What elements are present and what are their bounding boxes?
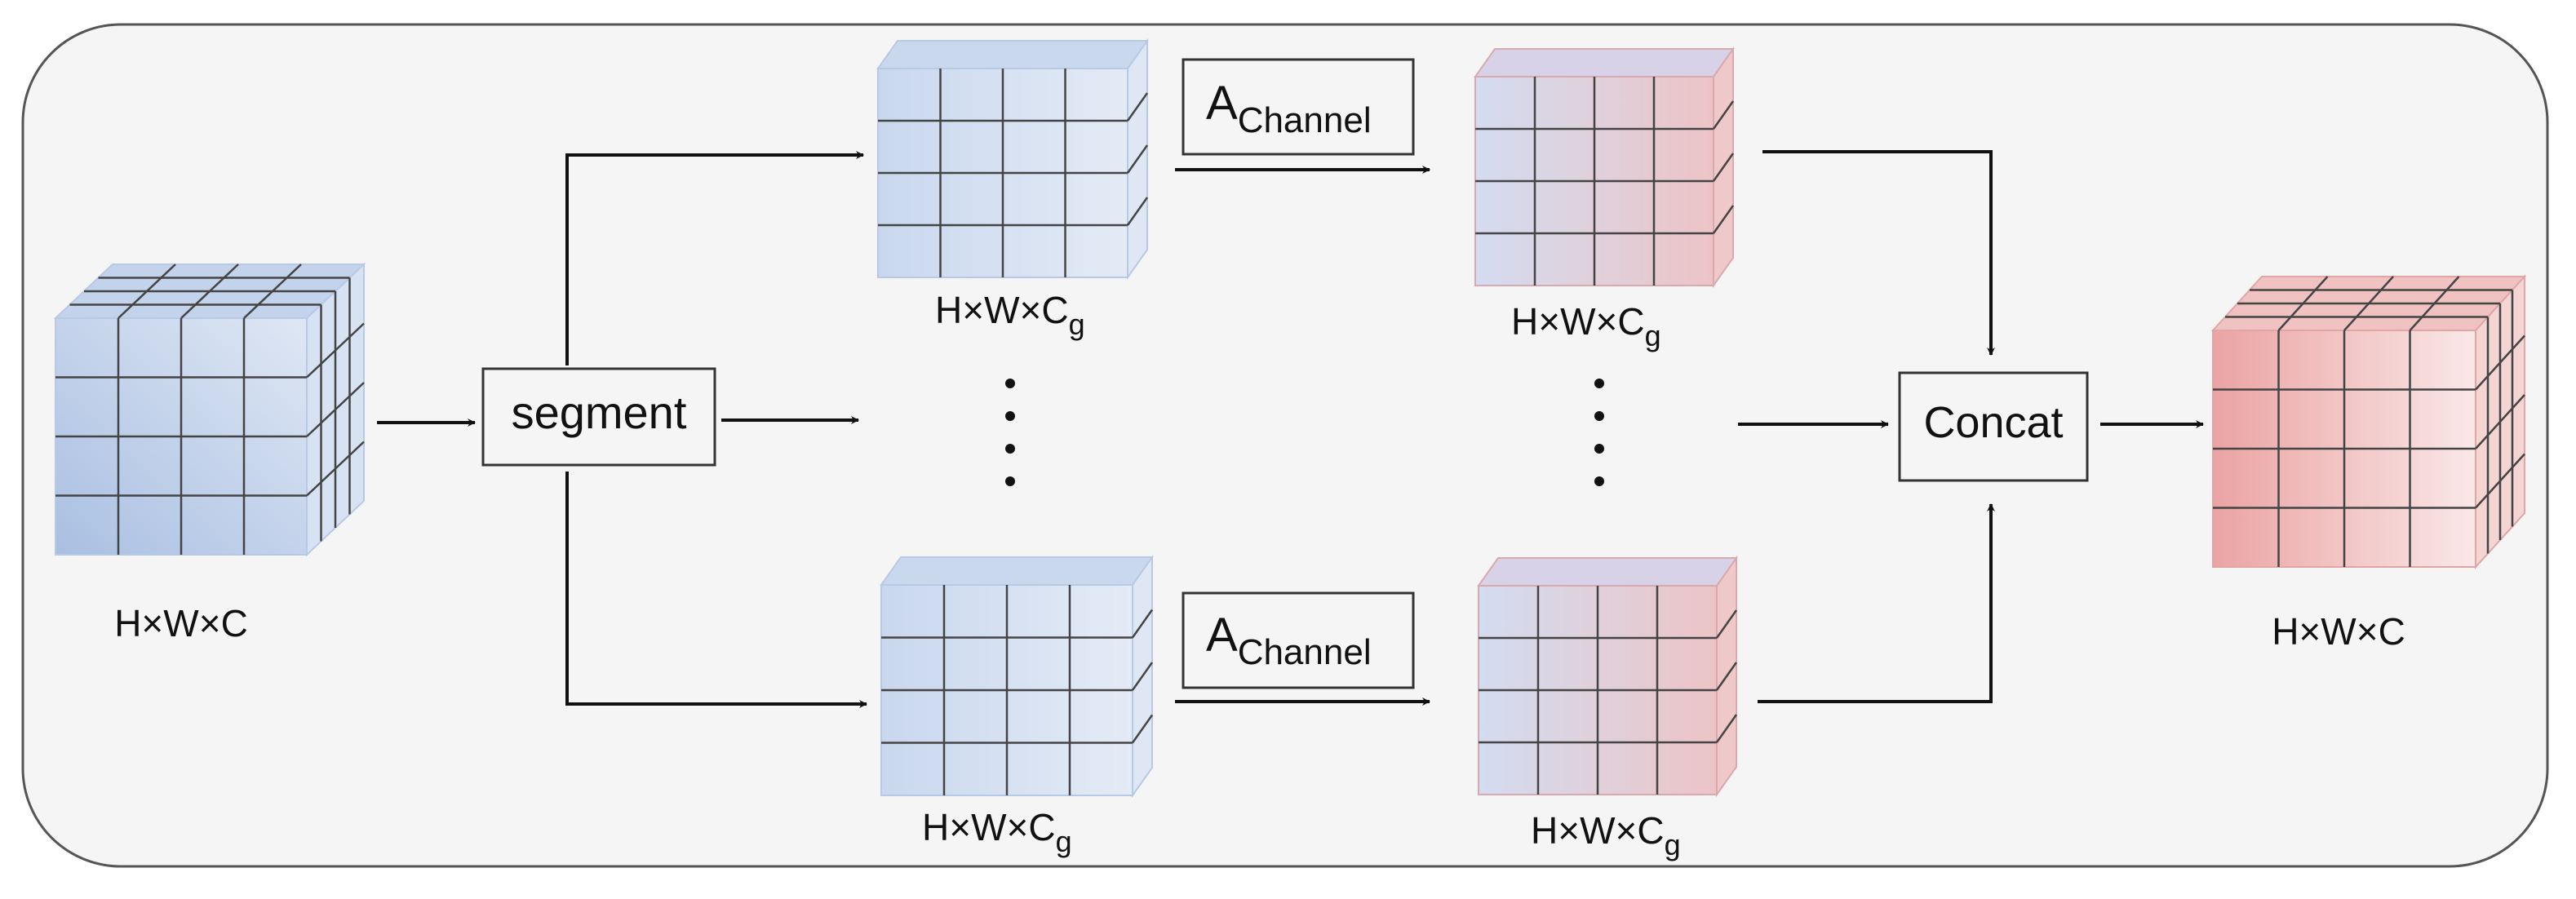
ellipsis-dot xyxy=(1005,444,1015,454)
ellipsis-dot xyxy=(1594,444,1604,454)
arrow-segment-to-bottom-group xyxy=(565,472,867,708)
attention-subscript: Channel xyxy=(1238,100,1372,140)
group-label-top-pink: H×W×Cg xyxy=(1511,300,1661,352)
segment-label: segment xyxy=(512,387,687,438)
group-cube-bottom-blue xyxy=(880,554,1154,799)
concat-box: Concat xyxy=(1898,371,2089,482)
attention-letter: A xyxy=(1206,609,1238,662)
weighted-cube-top xyxy=(1474,46,1735,289)
group-label-bottom-blue: H×W×Cg xyxy=(922,806,1072,858)
channel-attention-box-bottom: AChannel xyxy=(1182,591,1415,689)
group-label-bottom-pink: H×W×Cg xyxy=(1531,809,1681,861)
ellipsis-dot xyxy=(1594,379,1604,388)
ellipsis-dot xyxy=(1594,476,1604,486)
ellipsis-dots xyxy=(1005,379,1604,486)
attention-letter: A xyxy=(1206,77,1238,130)
svg-text:AChannel: AChannel xyxy=(1206,609,1372,672)
arrow-top-to-concat xyxy=(1762,150,1995,356)
concat-label: Concat xyxy=(1923,398,2063,447)
segment-box: segment xyxy=(481,367,716,467)
output-shape-label: H×W×C xyxy=(2272,610,2405,653)
ellipsis-dot xyxy=(1005,379,1015,388)
channel-attention-box-top: AChannel xyxy=(1182,58,1415,156)
arrow-segment-to-top-group xyxy=(565,151,864,365)
connectors xyxy=(377,150,2204,708)
cubes-layer xyxy=(53,38,2527,799)
output-feature-cube xyxy=(2210,274,2527,569)
ellipsis-dot xyxy=(1005,411,1015,421)
group-cube-top-blue xyxy=(876,38,1149,281)
input-shape-label: H×W×C xyxy=(114,602,248,644)
svg-text:AChannel: AChannel xyxy=(1206,77,1372,140)
arrow-bottom-to-concat xyxy=(1758,503,1995,703)
weighted-cube-bottom xyxy=(1477,555,1738,798)
attention-subscript: Channel xyxy=(1238,632,1372,672)
diagram-panel xyxy=(21,23,2549,868)
ellipsis-dot xyxy=(1594,411,1604,421)
input-feature-cube xyxy=(53,262,366,557)
ellipsis-dot xyxy=(1005,476,1015,486)
group-label-top-blue: H×W×Cg xyxy=(935,289,1085,341)
